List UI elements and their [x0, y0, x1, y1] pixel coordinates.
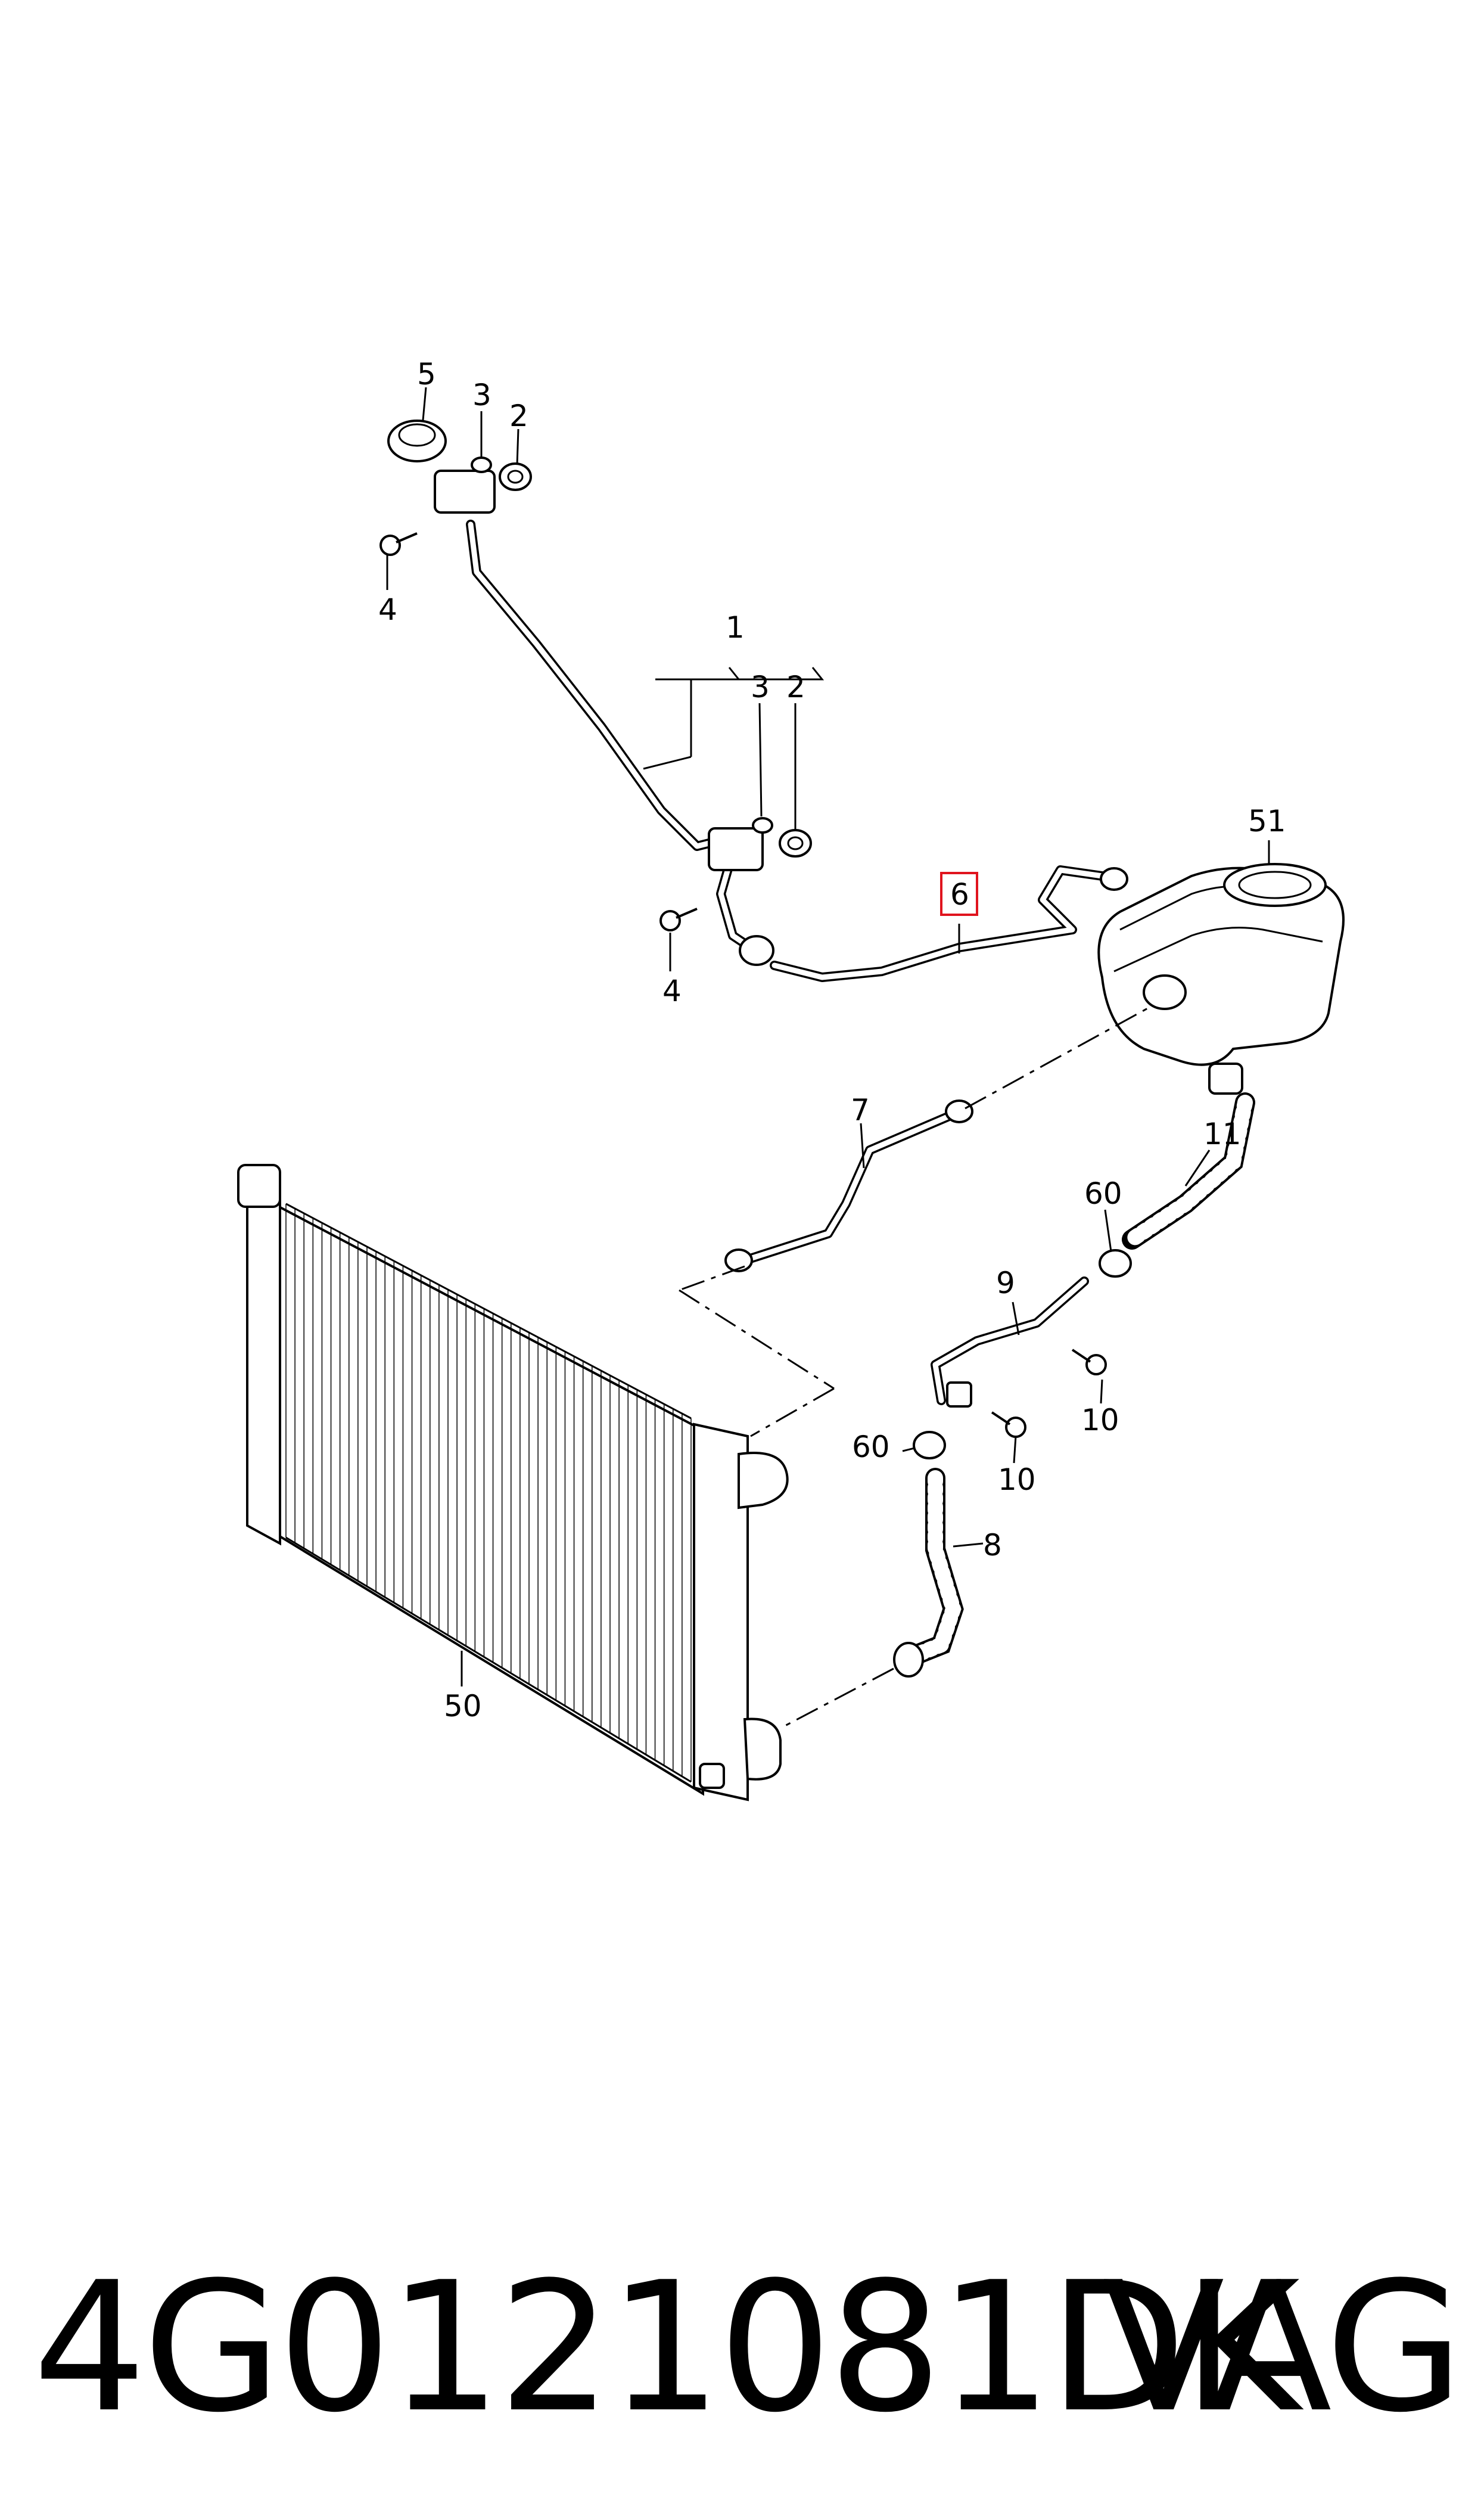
bolt-4-mid[interactable] [659, 908, 698, 931]
callout-50: 50 [444, 1689, 482, 1723]
coolant-hose-8[interactable] [893, 1468, 964, 1678]
coolant-pipe-7[interactable] [724, 1099, 973, 1272]
callout-60-lower: 60 [852, 1430, 890, 1464]
callout-3-mid: 3 [751, 670, 770, 704]
svg-text:6: 6 [950, 877, 969, 912]
bolt-10-b[interactable] [1071, 1349, 1107, 1375]
callout-10-lower: 10 [998, 1462, 1036, 1497]
connection-lines [679, 1006, 1150, 1729]
clamp-60-lower[interactable] [913, 1431, 946, 1459]
callout-4-mid: 4 [662, 974, 682, 1008]
callout-2-mid: 2 [786, 670, 805, 704]
clamp-2-mid[interactable] [779, 829, 812, 858]
callout-11: 11 [1203, 1117, 1242, 1151]
seal-ring-3-top[interactable] [471, 456, 492, 473]
radiator[interactable] [237, 1164, 789, 1801]
callout-7: 7 [851, 1093, 870, 1128]
callout-10-right: 10 [1081, 1403, 1119, 1437]
callout-51: 51 [1248, 804, 1286, 838]
bolt-4-top[interactable] [379, 532, 418, 556]
coolant-hose-6[interactable] [770, 865, 1128, 982]
parts-diagram: 5 3 2 4 1 3 2 4 6 7 51 11 60 9 10 60 10 … [237, 357, 1345, 1801]
clamp-60-upper[interactable] [1099, 1249, 1132, 1278]
filler-cap-5[interactable] [387, 420, 447, 462]
callout-4-top: 4 [378, 592, 397, 627]
callout-9: 9 [996, 1266, 1015, 1300]
callout-labels: 5 3 2 4 1 3 2 4 6 7 51 11 60 9 10 60 10 … [378, 357, 1286, 1723]
part-number: 4G0121081DK [33, 2244, 1300, 2452]
callout-8: 8 [983, 1528, 1002, 1563]
coolant-pipe-assembly[interactable] [434, 470, 774, 966]
expansion-tank[interactable] [1097, 863, 1345, 1095]
seal-ring-3-mid[interactable] [752, 817, 773, 834]
brand-name: VAG [1102, 2244, 1464, 2452]
callout-5: 5 [417, 357, 436, 392]
bolt-10-a[interactable] [991, 1411, 1026, 1438]
coolant-hose-11[interactable] [1122, 1092, 1255, 1250]
callout-3-top: 3 [472, 378, 491, 412]
footer: 4G0121081DK VAG [0, 2235, 1484, 2461]
coolant-pipe-9[interactable] [931, 1276, 1089, 1408]
callout-6-highlighted: 6 [940, 872, 978, 916]
callout-2-top: 2 [509, 399, 528, 433]
clamp-2-top[interactable] [499, 462, 532, 491]
leader-lines [386, 387, 1270, 1686]
callout-1: 1 [726, 610, 745, 645]
callout-60-upper: 60 [1084, 1176, 1122, 1211]
